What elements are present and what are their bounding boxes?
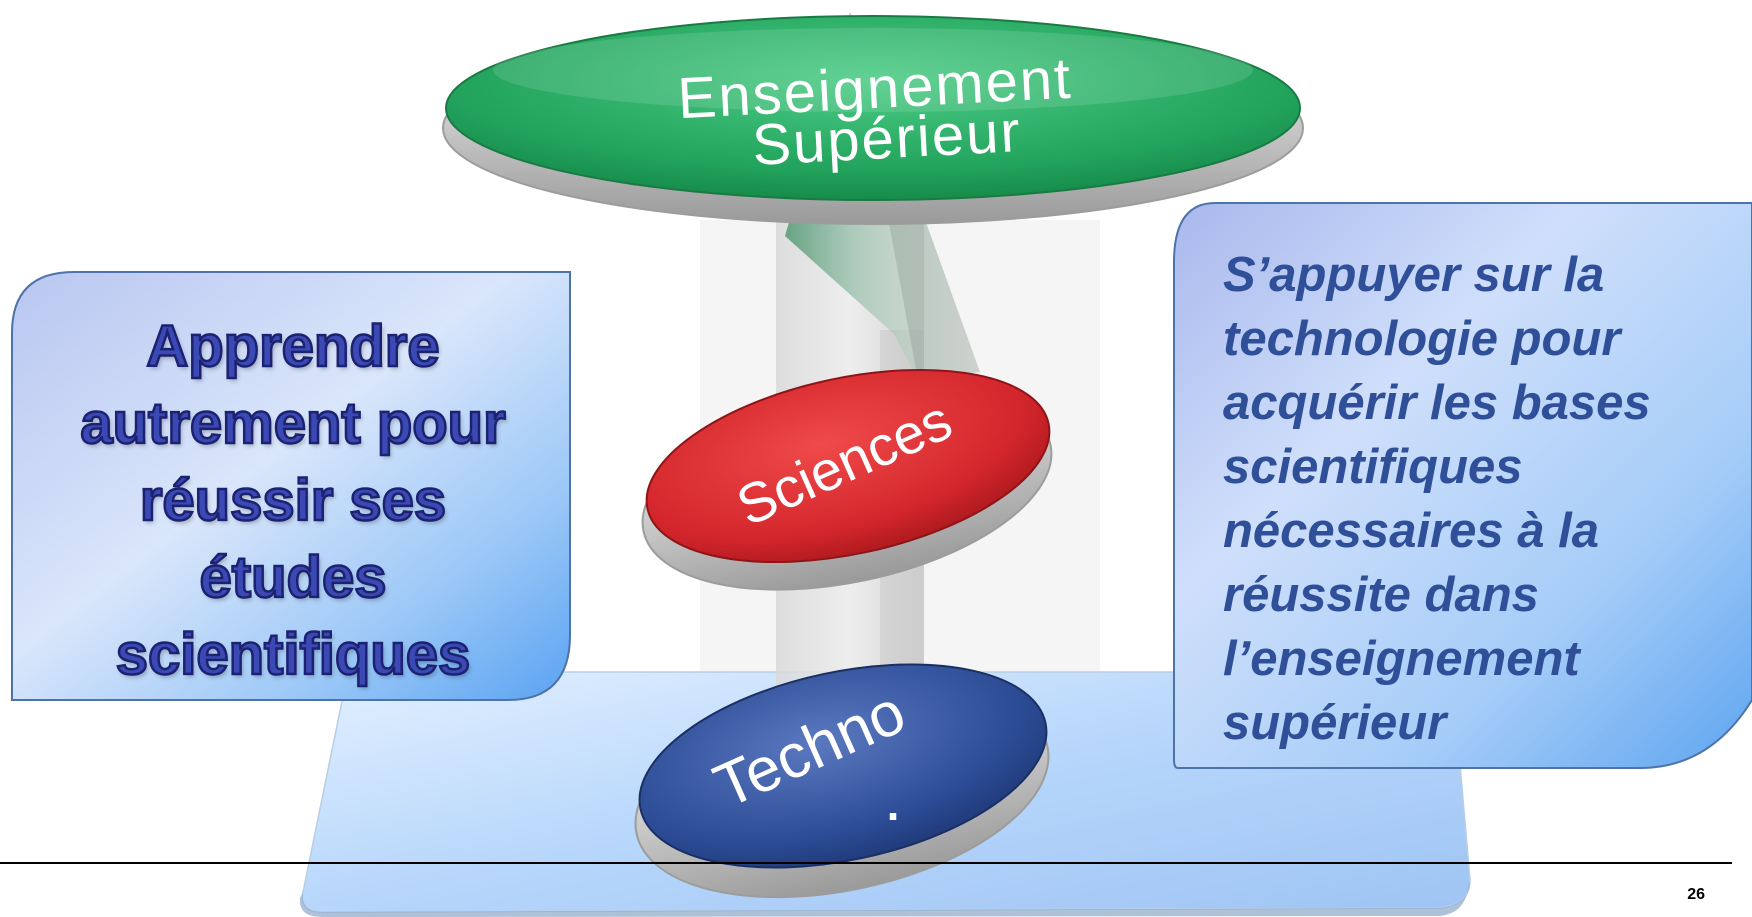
disc-label-enseignement-line2: Supérieur <box>751 99 1024 178</box>
right-info-box <box>1173 202 1752 769</box>
footer-divider <box>0 862 1732 864</box>
disc-label-techno-dot: . <box>887 778 900 830</box>
left-info-box <box>11 271 571 701</box>
left-box-text: Apprendre autrement pour réussir ses étu… <box>79 313 507 689</box>
disc-sciences <box>645 368 1051 564</box>
platform-edge <box>299 880 1470 917</box>
slide-number: 26 <box>1687 886 1705 903</box>
right-box-text: S’appuyer sur la technologie pour acquér… <box>1223 248 1651 750</box>
disc-highlight-enseignement <box>493 28 1253 112</box>
disc-techno <box>638 663 1048 869</box>
disc-enseignement-superieur <box>445 15 1301 201</box>
